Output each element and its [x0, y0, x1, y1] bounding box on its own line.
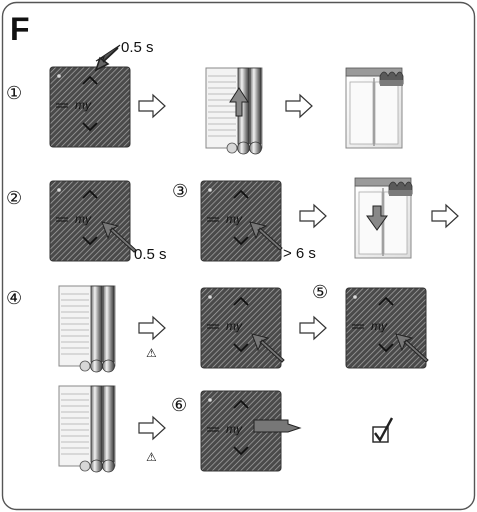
my-button-label: my [226, 212, 243, 226]
process-arrow-2a [299, 204, 327, 228]
press-pointer-4 [251, 333, 285, 363]
check-glyph: ☑ [0, 0, 1, 1]
step-2-number: ② [6, 188, 22, 208]
my-button-label: my [371, 319, 388, 333]
down-chevron-icon [233, 446, 249, 456]
warning-icon: ⚠ [146, 346, 157, 360]
remote-6: my [200, 390, 282, 472]
motion-arrow-up-icon [229, 87, 249, 117]
step-6-number: ⑥ [171, 395, 187, 415]
process-arrow-1a [138, 94, 166, 118]
step-1-number: ① [6, 83, 22, 103]
press-pointer-3 [249, 221, 283, 251]
down-chevron-icon [378, 343, 394, 353]
process-arrow-4a [138, 416, 166, 440]
step-4-number: ④ [6, 288, 22, 308]
press-pointer-arrow-1 [94, 47, 119, 72]
warning-icon: ⚠ [146, 450, 157, 464]
up-chevron-icon [233, 399, 249, 409]
shutter-4 [58, 285, 116, 373]
remote-3: my [200, 180, 282, 262]
process-arrow-3a [138, 316, 166, 340]
window-1 [345, 67, 404, 149]
shutter-6 [58, 385, 116, 473]
my-button-label: my [75, 212, 92, 226]
up-chevron-icon [82, 75, 98, 85]
my-button-label: my [226, 319, 243, 333]
up-chevron-icon [378, 296, 394, 306]
remote-2: my [49, 180, 131, 262]
my-button-label: my [226, 422, 243, 436]
my-button-label: my [75, 98, 92, 112]
up-chevron-icon [233, 296, 249, 306]
check-icon [372, 417, 394, 443]
step-3-number: ③ [172, 181, 188, 201]
motion-arrow-down-icon [366, 205, 388, 231]
panel-letter: F [10, 11, 30, 47]
step-5-number: ⑤ [312, 282, 328, 302]
up-chevron-icon [82, 189, 98, 199]
down-chevron-icon [82, 122, 98, 132]
timing-label-1: 0.5 s [121, 39, 154, 56]
remote-4: my [200, 287, 282, 369]
timing-label-2: 0.5 s [134, 246, 167, 263]
window-2 [354, 177, 413, 259]
process-arrow-1b [285, 94, 313, 118]
down-chevron-icon [233, 236, 249, 246]
process-arrow-3b [299, 316, 327, 340]
press-pointer-5 [395, 333, 429, 363]
process-arrow-2b [431, 204, 459, 228]
down-chevron-icon [82, 236, 98, 246]
remote-5: my [345, 287, 427, 369]
timing-label-3: > 6 s [283, 245, 316, 262]
remote-1: my [49, 66, 131, 148]
press-pointer-6 [253, 419, 302, 433]
shutter-1 [205, 67, 263, 155]
up-chevron-icon [233, 189, 249, 199]
down-chevron-icon [233, 343, 249, 353]
press-pointer-2 [101, 221, 137, 253]
